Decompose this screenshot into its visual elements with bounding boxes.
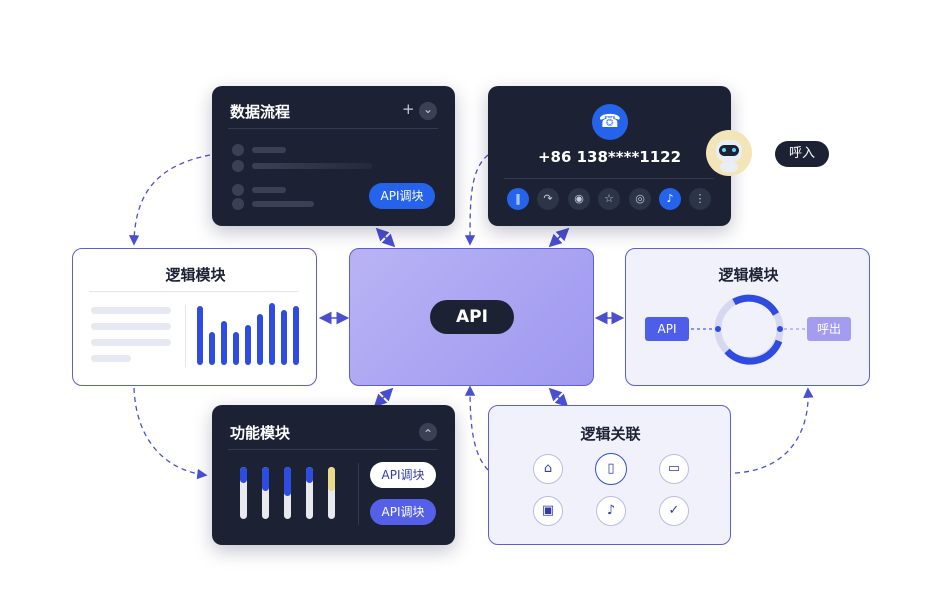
level-fill [328,467,335,491]
level-fill [240,467,247,483]
bar-chart [191,299,301,365]
mic-icon[interactable]: ♪ [596,496,626,526]
chart-bar [257,313,263,365]
row-dot [232,144,244,156]
divider [228,449,438,450]
double-arrow-ll [373,387,394,408]
row-dot [232,160,244,172]
api-pill[interactable]: API [430,300,514,334]
level-bar [284,467,291,519]
logic-relation-card: 逻辑关联 ⌂ ▯ ▭ ▣ ♪ ✓ [488,405,731,545]
user-icon[interactable]: ◉ [568,188,590,210]
dashed-arrow-top-center [464,154,489,246]
chart-bar [197,306,203,365]
record-icon[interactable]: ◎ [629,188,651,210]
chart-bar [281,310,287,365]
chart-bar [233,332,239,365]
dashed-arrow-right-bottom [734,387,814,474]
double-arrow-ul [375,227,396,248]
level-fill [262,467,269,491]
function-module-card: 功能模块 ⌃ API调块 API调块 [212,405,455,545]
chart-bar [245,324,251,365]
divider [228,128,438,129]
card-title: 逻辑模块 [165,266,226,284]
text-line [91,323,171,330]
robot-avatar [706,130,752,176]
level-bar [240,467,247,519]
level-bar [306,467,313,519]
out-tag[interactable]: 呼出 [807,317,851,341]
level-bar [328,467,335,519]
api-button[interactable]: API调块 [370,499,436,525]
box-icon[interactable]: ▣ [533,496,563,526]
logic-module-card-left: 逻辑模块 [72,248,317,386]
dashed-arrow-center-bottom [464,385,489,471]
dashed-arrow-topleft [128,154,211,246]
level-bar [262,467,269,519]
level-bars [240,467,350,523]
divider-vertical [358,463,359,525]
api-button[interactable]: API调块 [369,183,435,209]
card-title: 数据流程 [230,103,291,121]
double-arrow-lr [548,387,569,408]
double-arrow-ur [548,227,570,248]
plus-icon[interactable]: + [402,100,415,118]
incoming-call-pill[interactable]: 呼入 [775,141,829,167]
star-icon[interactable]: ☆ [598,188,620,210]
home-icon[interactable]: ⌂ [533,454,563,484]
divider [504,178,714,179]
mic-icon[interactable]: ♪ [659,188,681,210]
card-title: 功能模块 [230,424,291,442]
row-dot [232,198,244,210]
center-api-panel: API [349,248,594,386]
chart-bar [269,302,275,365]
chart-bar [209,332,215,365]
notebook-icon[interactable]: ▯ [595,453,627,485]
dashed-arrow-left-bottom [133,387,208,480]
text-line [91,339,171,346]
chevron-down-icon[interactable]: ⌄ [419,102,437,120]
row-line [252,201,314,207]
chat-icon[interactable]: ▭ [659,454,689,484]
text-line [91,355,131,362]
card-title: 逻辑关联 [580,425,641,443]
row-line [252,163,372,169]
check-icon[interactable]: ✓ [659,496,689,526]
logic-module-card-right: 逻辑模块 API 呼出 [625,248,870,386]
api-button-outline[interactable]: API调块 [370,462,436,488]
forward-icon[interactable]: ↷ [537,188,559,210]
chart-bar [221,321,227,365]
pause-icon[interactable]: ‖ [507,188,529,210]
card-title: 逻辑模块 [718,266,779,284]
divider [89,291,299,292]
more-icon[interactable]: ⋮ [689,188,711,210]
level-fill [284,467,291,496]
chart-bar [293,306,299,365]
divider-vertical [185,305,186,367]
phone-icon[interactable]: ☎ [592,104,628,140]
data-flow-card: 数据流程 + ⌄ API调块 [212,86,455,226]
api-tag[interactable]: API [645,317,689,341]
chevron-up-icon[interactable]: ⌃ [419,423,437,441]
phone-number: +86 138****1122 [537,148,682,166]
row-dot [232,184,244,196]
text-line [91,307,171,314]
level-fill [306,467,313,483]
row-line [252,187,286,193]
row-line [252,147,286,153]
phone-card: ☎ +86 138****1122 ‖ ↷ ◉ ☆ ◎ ♪ ⋮ [488,86,731,226]
cycle-diagram [691,294,805,365]
